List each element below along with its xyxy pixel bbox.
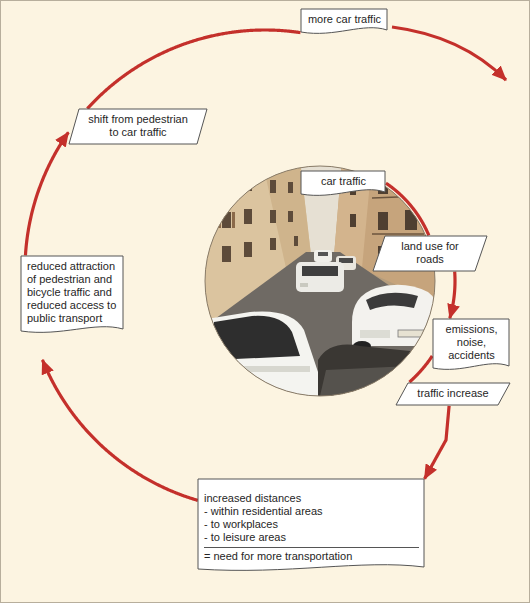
box-text: more car traffic	[307, 13, 382, 26]
box-text: traffic increase	[412, 387, 494, 400]
slanted-label-box: land use for roads	[372, 235, 488, 272]
box-outline-path	[433, 319, 509, 369]
slanted-label-box: traffic increase	[395, 382, 511, 406]
cycle-arrow	[25, 132, 68, 255]
cycle-arrow	[386, 183, 429, 235]
cycle-arrow	[450, 272, 455, 319]
cycle-arrow	[42, 360, 197, 501]
list-item: - to leisure areas	[204, 531, 419, 544]
box-outline-path	[198, 479, 424, 570]
slanted-label-box: shift from pedestrian to car traffic	[68, 108, 208, 145]
flag-label-box: emissions, noise, accidents	[432, 318, 510, 373]
cycle-arrow	[425, 406, 450, 479]
box-outline-path	[21, 256, 123, 332]
cycle-arrow	[87, 30, 300, 109]
box-text: car traffic	[307, 175, 380, 188]
box-outline-path	[69, 109, 207, 144]
flag-label-box: reduced attraction of pedestrian and bic…	[20, 255, 124, 336]
box-outline-path	[301, 171, 385, 195]
list-item: - within residential areas	[204, 505, 419, 518]
box-text: reduced attraction of pedestrian and bic…	[27, 260, 118, 325]
box-text: land use for roads	[389, 240, 471, 266]
flag-label-box: increased distances- within residential …	[197, 478, 425, 574]
box-outline-path	[301, 9, 387, 33]
list-item: = need for more transportation	[204, 547, 419, 563]
box-outline-path	[373, 236, 487, 271]
box-text: emissions, noise, accidents	[439, 323, 504, 362]
flag-label-box: car traffic	[300, 170, 386, 199]
open-cycle-arrow	[392, 27, 506, 80]
list-item: - to workplaces	[204, 518, 419, 531]
cycle-arrow	[409, 356, 432, 382]
box-outline-path	[396, 383, 510, 405]
box-text: shift from pedestrian to car traffic	[83, 113, 193, 139]
box-text: increased distances	[204, 492, 419, 505]
flag-label-box: more car traffic	[300, 8, 388, 37]
